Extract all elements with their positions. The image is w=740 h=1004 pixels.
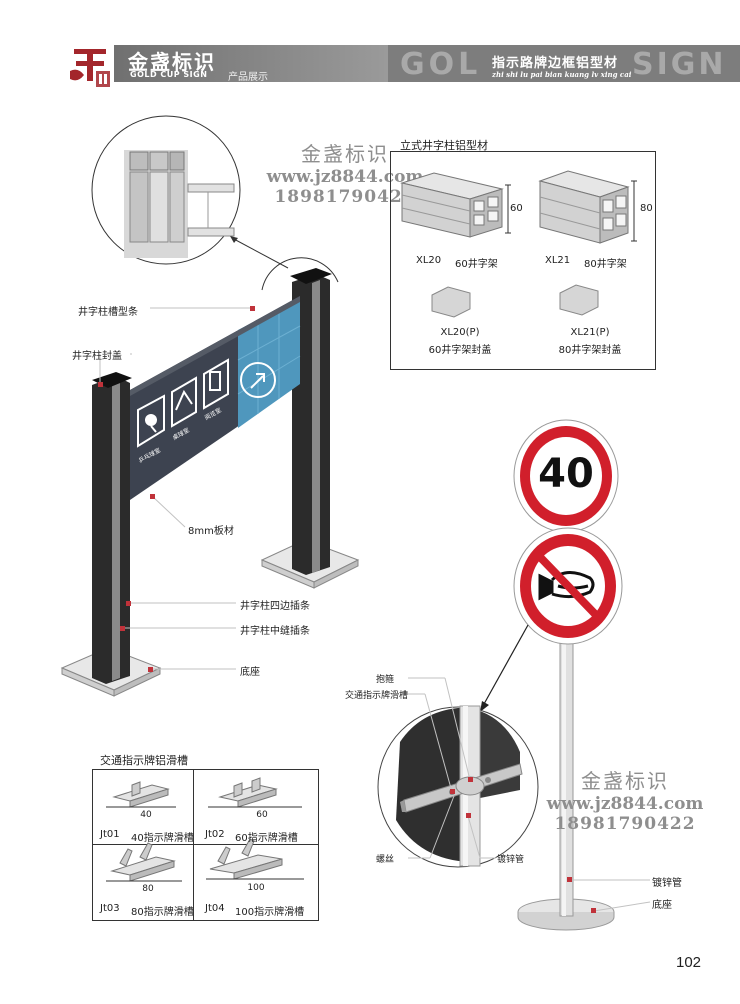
jt04-dim: 100 [247, 883, 265, 893]
xl21-code: XL21 [545, 255, 571, 266]
jt04-code: Jt04 [205, 903, 225, 914]
brand-name: 金盏标识 [128, 50, 216, 74]
xl20-cap-drawing [431, 286, 471, 318]
label-galv-pipe-detail: 镀锌管 [497, 855, 525, 865]
jt03-drawing [106, 842, 182, 882]
xl21-dim: 80 [640, 203, 653, 214]
label-hoop: 抱箍 [376, 675, 395, 685]
header-band-gradient [108, 45, 388, 82]
watermark-url: www.jz8844.com [266, 167, 424, 187]
jt01-name: 40指示牌滑槽 [131, 833, 194, 844]
watermark-name: 金盏标识 [301, 142, 389, 166]
header-ghost-text-right: SIGN [632, 47, 727, 82]
label-middle-strip: 井字柱中缝插条 [240, 626, 310, 637]
xl21-cap-drawing [559, 284, 599, 316]
slots-title: 交通指示牌铝滑槽 [100, 754, 188, 767]
horn-icon [538, 571, 595, 601]
table-tennis-icon [137, 394, 165, 448]
label-groove-strip: 井字柱槽型条 [78, 307, 138, 318]
jt02-dim: 60 [256, 810, 268, 820]
jt04-drawing [206, 838, 304, 880]
xl20-cap-code: XL20(P) [440, 327, 480, 338]
jt03-name: 80指示牌滑槽 [131, 907, 194, 918]
billiards-icon [171, 376, 197, 428]
label-sign-base: 底座 [240, 667, 260, 678]
watermark-bottom: 金盏标识 www.jz8844.com 18981790422 [530, 765, 720, 834]
slots-divider-vertical [193, 770, 194, 920]
xl20-name: 60井字架 [455, 259, 498, 270]
reading-room-icon [203, 358, 229, 410]
profiles-box [390, 151, 656, 370]
jt02-drawing [208, 777, 302, 808]
page-number: 102 [676, 954, 702, 971]
page-title: 指示路牌边框铝型材 [492, 56, 619, 71]
watermark-url: www.jz8844.com [546, 794, 704, 814]
jt01-drawing [106, 781, 176, 808]
speed-limit-value: 40 [538, 451, 594, 497]
slots-box [92, 769, 319, 921]
brand-subtitle: 产品展示 [228, 72, 268, 83]
jt01-code: Jt01 [100, 829, 120, 840]
gold-cup-logo-icon [66, 41, 114, 89]
label-galv-pipe: 镀锌管 [652, 878, 682, 889]
header-ghost-text-left: GOL [400, 47, 482, 82]
watermark-phone: 18981790422 [274, 187, 416, 207]
jt02-name: 60指示牌滑槽 [235, 833, 298, 844]
watermark-phone: 18981790422 [554, 814, 696, 834]
jt02-code: Jt02 [205, 829, 225, 840]
label-board: 8mm板材 [188, 526, 234, 537]
xl21-name: 80井字架 [584, 259, 627, 270]
jt03-dim: 80 [142, 884, 154, 894]
label-cap: 井字柱封盖 [72, 351, 122, 362]
jt04-name: 100指示牌滑槽 [235, 907, 305, 918]
xl20-profile [400, 172, 511, 238]
brand-name-english: GOLD CUP SIGN [130, 70, 208, 79]
profiles-title: 立式井字柱铝型材 [400, 139, 488, 152]
label-edge-strip: 井字柱四边插条 [240, 601, 310, 612]
jt01-dim: 40 [140, 810, 152, 820]
xl21-cap-code: XL21(P) [570, 327, 610, 338]
xl20-dim: 60 [510, 203, 523, 214]
label-slot: 交通指示牌滑槽 [345, 691, 409, 701]
page-title-pinyin: zhi shi lu pai bian kuang lv xing cai [492, 70, 632, 79]
label-screw: 螺丝 [376, 855, 395, 865]
profile-zoom-detail [124, 150, 235, 258]
xl20-cap-name: 60井字架封盖 [428, 345, 492, 356]
watermark-top: 金盏标识 www.jz8844.com 18981790422 [250, 138, 440, 207]
slots-divider-horizontal [93, 844, 318, 845]
xl21-cap-name: 80井字架封盖 [558, 345, 622, 356]
profiles-drawings [400, 170, 637, 318]
xl20-code: XL20 [416, 255, 442, 266]
jt03-code: Jt03 [100, 903, 120, 914]
label-traffic-base: 底座 [652, 900, 672, 911]
slots-drawings [106, 777, 304, 882]
watermark-name: 金盏标识 [581, 769, 669, 793]
xl21-profile [538, 170, 637, 244]
